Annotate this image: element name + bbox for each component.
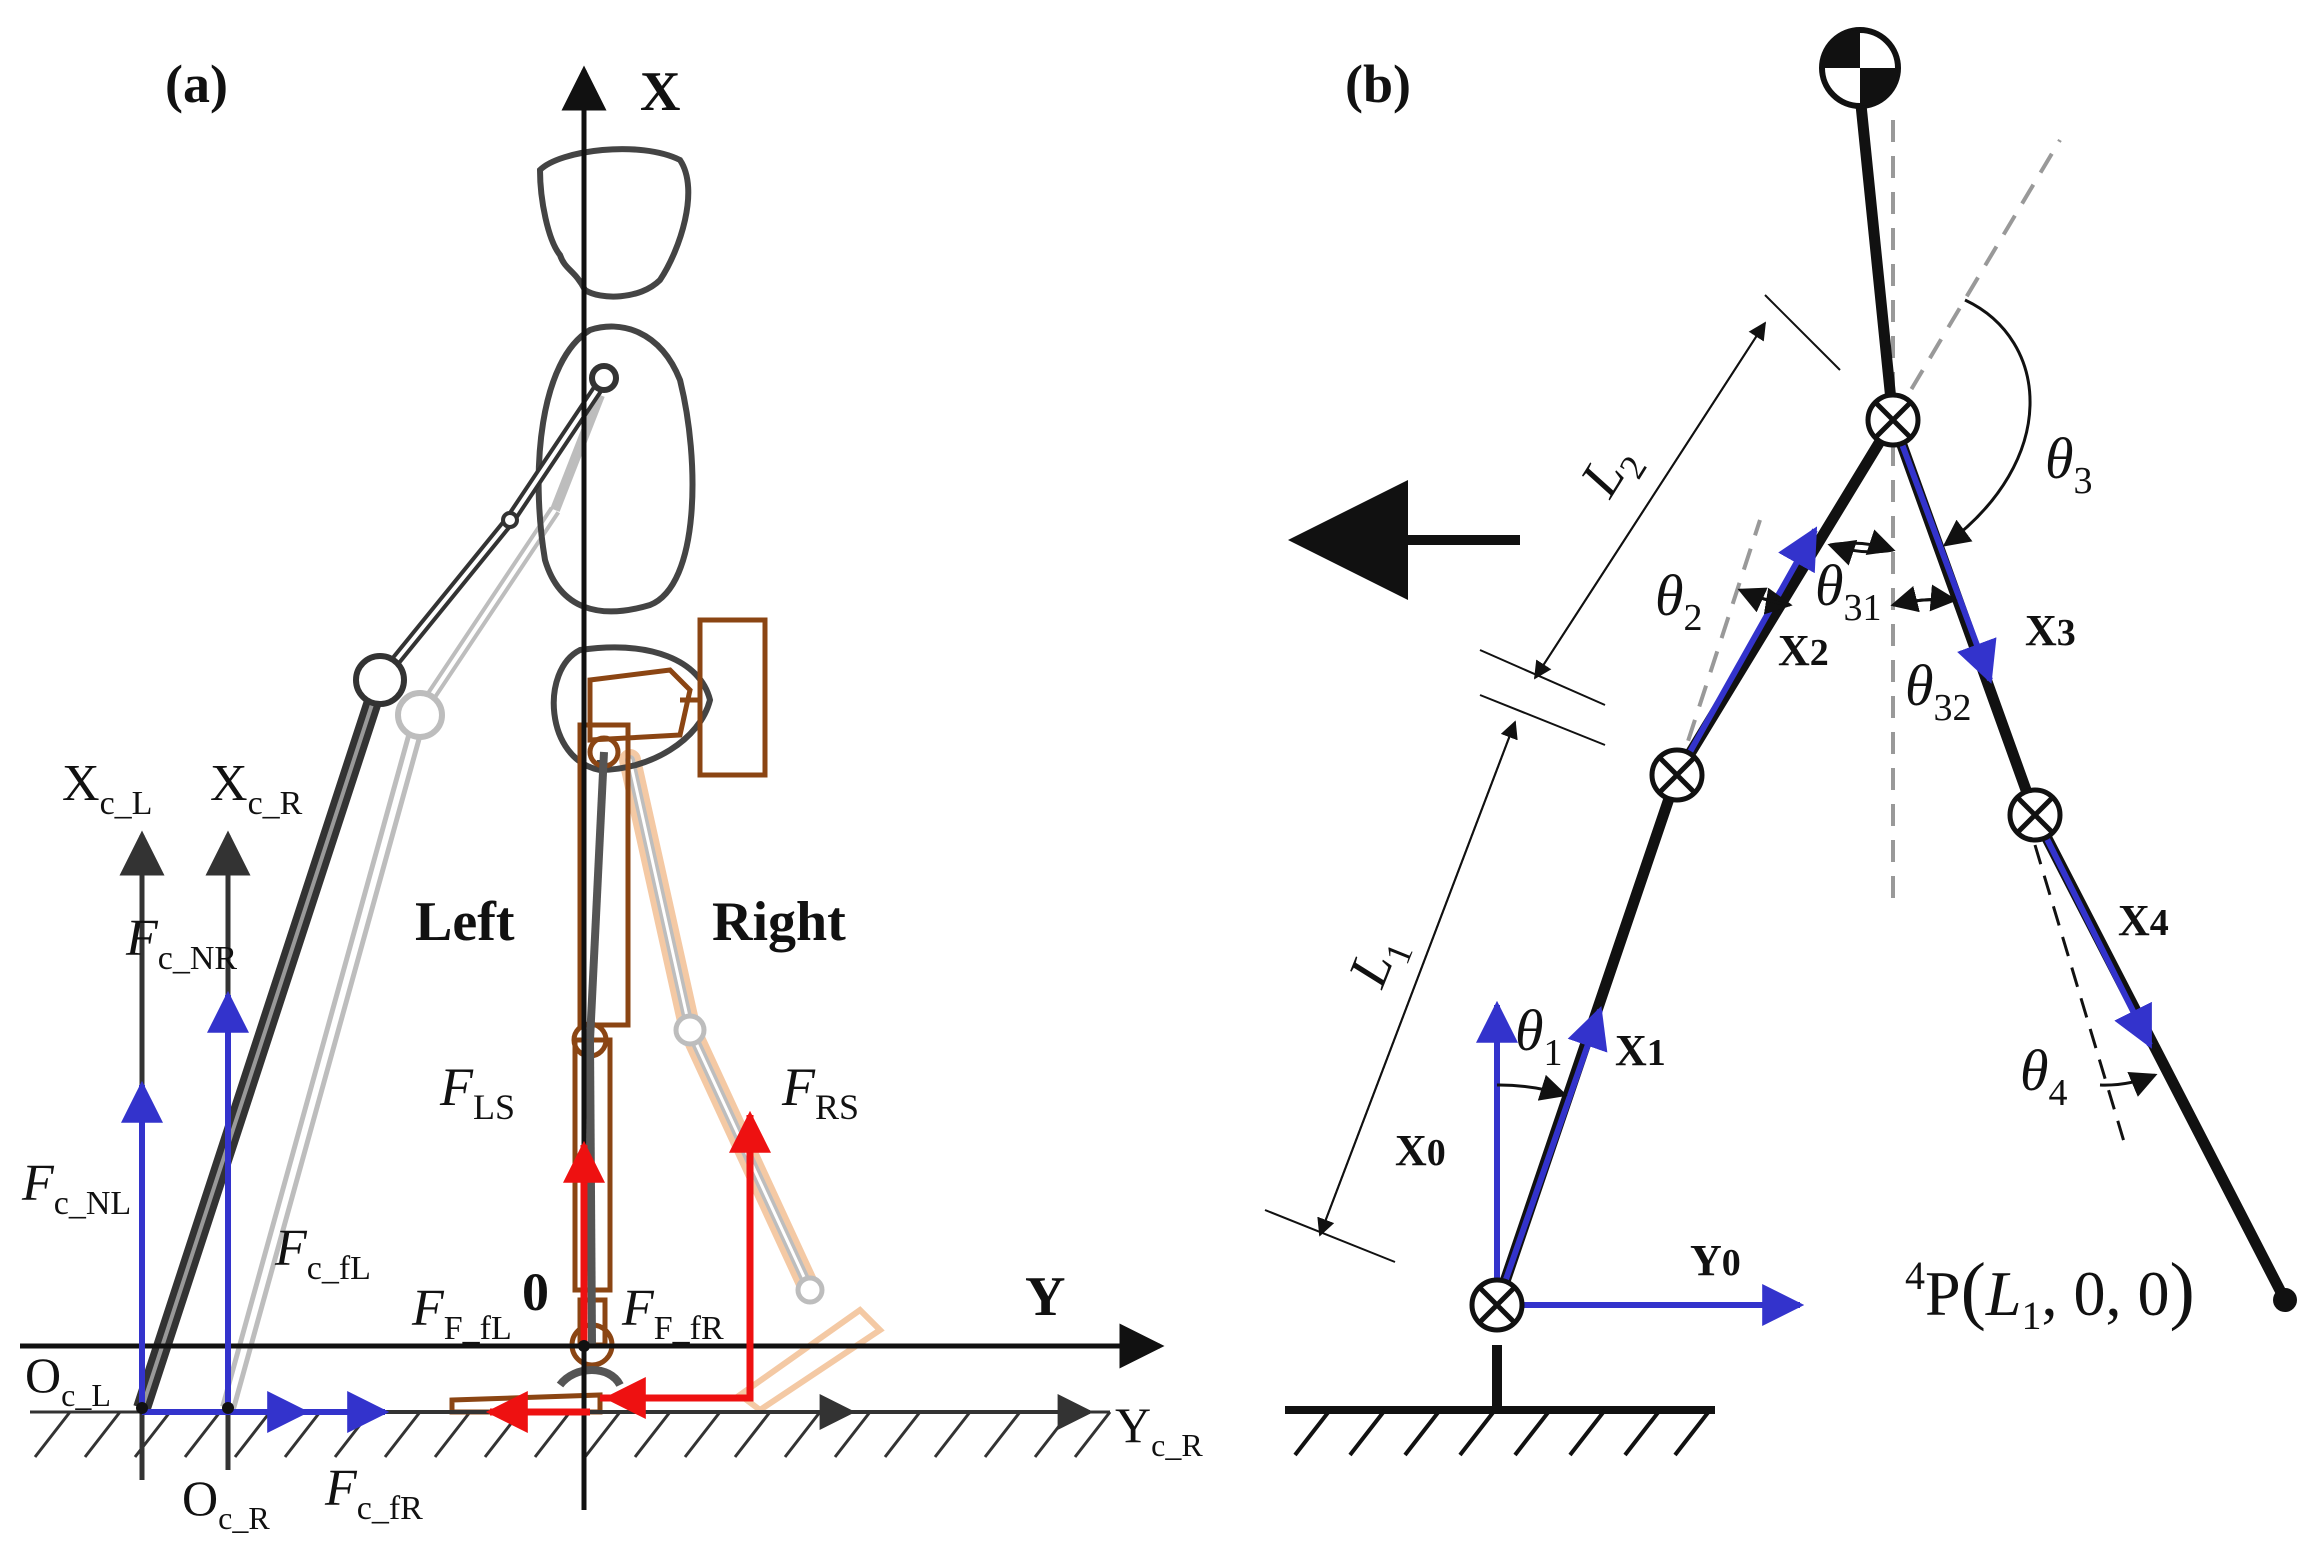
end-point-formula: 4P(L1, 0, 0) [1905, 1248, 2195, 1338]
center-of-mass-icon [1819, 27, 1901, 109]
panel-a: (a) X Y 0 Left Right Xc_L Xc_R Fc_NR Fc_… [20, 54, 1203, 1536]
frs-label: FRS [781, 1057, 859, 1127]
origin-label-a: 0 [522, 1262, 549, 1322]
right-label: Right [712, 891, 846, 953]
crutch-right [220, 393, 605, 1411]
fcfl-label: Fc_fL [274, 1220, 371, 1287]
right-leg [619, 749, 885, 1414]
axis-y-label-a: Y [1025, 1266, 1065, 1328]
x2-label: X2 [1778, 626, 1829, 675]
point-ocr [222, 1402, 234, 1414]
ycr-label: Yc_R [1115, 1397, 1203, 1463]
theta32-label: θ32 [1905, 653, 1972, 729]
ground-b [1285, 1345, 1715, 1457]
point-ocl [136, 1402, 148, 1414]
xcr-label: Xc_R [210, 755, 303, 822]
local-axes [1476, 418, 2153, 1326]
ground-a [30, 1410, 1112, 1458]
joint-0-icon [1469, 1277, 1525, 1333]
fcfr-label: Fc_fR [324, 1460, 423, 1527]
panel-b-title: (b) [1345, 54, 1411, 114]
l2-label: L2 [1568, 432, 1655, 512]
point-origin-a [578, 1340, 590, 1352]
joint-2-icon [1865, 392, 1921, 448]
theta4-label: θ4 [2020, 1038, 2068, 1114]
panel-b: (b) [1264, 27, 2297, 1457]
dimension-lines [1264, 294, 1841, 1263]
left-label: Left [415, 891, 515, 953]
joints [1469, 392, 2063, 1333]
theta3-label: θ3 [2045, 426, 2093, 502]
end-effector-point [2273, 1288, 2297, 1312]
reference-dashes [1675, 120, 2062, 900]
ocl-label: Oc_L [25, 1347, 111, 1413]
joint-1-icon [1649, 747, 1705, 803]
x4-label: X4 [2118, 896, 2169, 945]
x1-label: X1 [1615, 1026, 1666, 1075]
fls-label: FLS [439, 1057, 515, 1127]
ocr-label: Oc_R [182, 1470, 270, 1536]
panel-a-title: (a) [165, 54, 228, 114]
x3-label: X3 [2025, 606, 2076, 655]
ref-dash-4 [2033, 844, 2127, 1146]
theta2-label: θ2 [1655, 563, 1703, 639]
force-frs-arrow [600, 1110, 771, 1402]
exoskeleton-left-leg [449, 617, 768, 1415]
x0-label: X0 [1395, 1126, 1446, 1175]
y0-label: Y0 [1690, 1236, 1741, 1285]
fcnr-label: Fc_NR [125, 910, 237, 977]
axis-x-label-a: X [640, 61, 680, 123]
fffr-label: FF_fR [621, 1280, 724, 1347]
fcnl-label: Fc_NL [21, 1155, 131, 1222]
xcl-label: Xc_L [62, 755, 152, 822]
l1-label: L1 [1336, 926, 1421, 999]
crutch-left [133, 363, 619, 1411]
angle-arcs [1496, 298, 2158, 1101]
fffl-label: FF_fL [411, 1280, 512, 1347]
theta1-label: θ1 [1515, 998, 1563, 1074]
theta31-label: θ31 [1815, 553, 1882, 629]
joint-3-icon [2007, 787, 2063, 843]
